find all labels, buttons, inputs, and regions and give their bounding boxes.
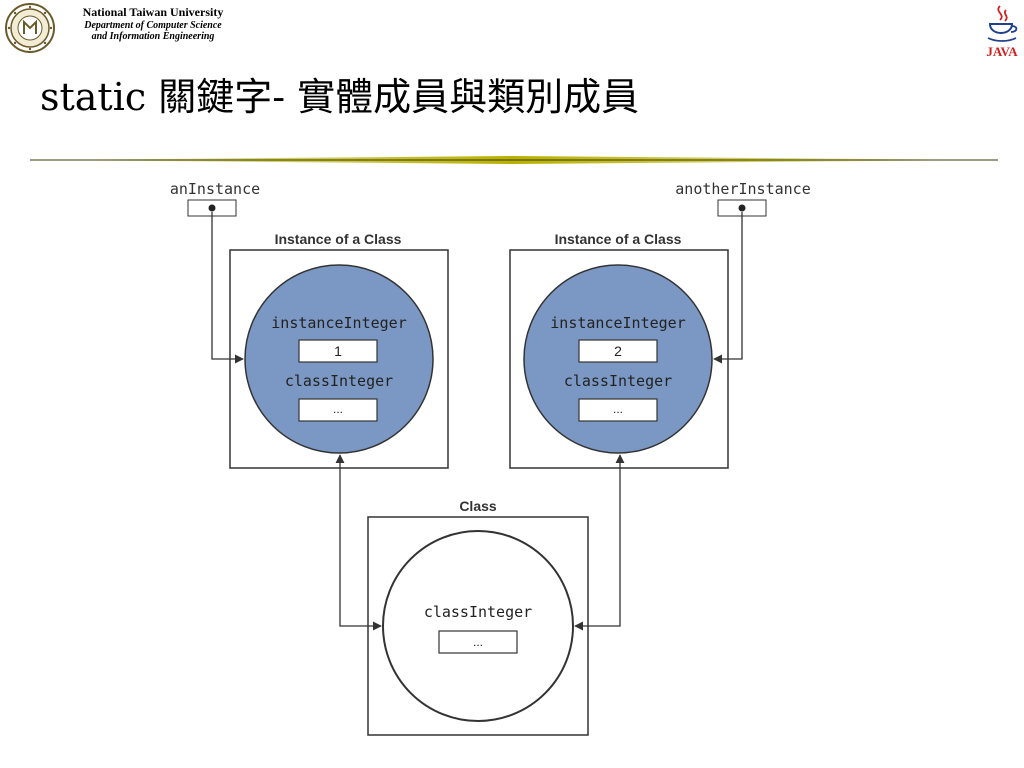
- university-block: National Taiwan University Department of…: [58, 5, 248, 43]
- static-members-diagram: anInstance anotherInstance Instance of a…: [170, 180, 811, 736]
- right-class-integer-box: [578, 398, 658, 422]
- right-instance-integer-value: 2: [614, 343, 622, 359]
- department-line-2: and Information Engineering: [91, 31, 215, 43]
- right-instance-box-label: Instance of a Class: [555, 231, 682, 247]
- left-instance-integer-box: [298, 339, 378, 363]
- university-seal-icon: [5, 3, 55, 53]
- left-instance-integer-value: 1: [334, 343, 342, 359]
- an-instance-label: anInstance: [170, 180, 260, 198]
- right-instance-integer-label: instanceInteger: [550, 314, 685, 332]
- slide-header: National Taiwan University Department of…: [0, 0, 1024, 60]
- university-name: National Taiwan University: [82, 5, 224, 19]
- left-class-integer-label: classInteger: [285, 372, 393, 390]
- right-instance-integer-box: [578, 339, 658, 363]
- an-instance-pointer-dot: [208, 204, 216, 212]
- right-class-link-arrow: [574, 454, 625, 631]
- class-box-label: Class: [459, 498, 497, 514]
- right-class-integer-value: ...: [613, 402, 623, 416]
- class-integer-label: classInteger: [424, 603, 532, 621]
- department-line-1: Department of Computer Science: [84, 19, 222, 31]
- left-instance-box-label: Instance of a Class: [275, 231, 402, 247]
- another-instance-label: anotherInstance: [675, 180, 810, 198]
- another-instance-pointer-dot: [738, 204, 746, 212]
- class-integer-box: [438, 630, 518, 654]
- title-divider: [30, 156, 998, 164]
- left-class-link-arrow: [335, 454, 382, 631]
- another-instance-reference-arrow: [713, 212, 743, 364]
- class-circle: [382, 530, 574, 722]
- left-class-integer-box: [298, 398, 378, 422]
- right-class-integer-label: classInteger: [564, 372, 672, 390]
- left-instance-integer-label: instanceInteger: [271, 314, 406, 332]
- java-cup-logo-icon: JAVA: [986, 5, 1018, 59]
- class-integer-value: ...: [473, 635, 483, 649]
- slide-title: static 關鍵字- 實體成員與類別成員: [40, 75, 640, 119]
- java-logo-text: JAVA: [986, 44, 1018, 59]
- an-instance-reference-arrow: [211, 212, 244, 364]
- left-class-integer-value: ...: [333, 402, 343, 416]
